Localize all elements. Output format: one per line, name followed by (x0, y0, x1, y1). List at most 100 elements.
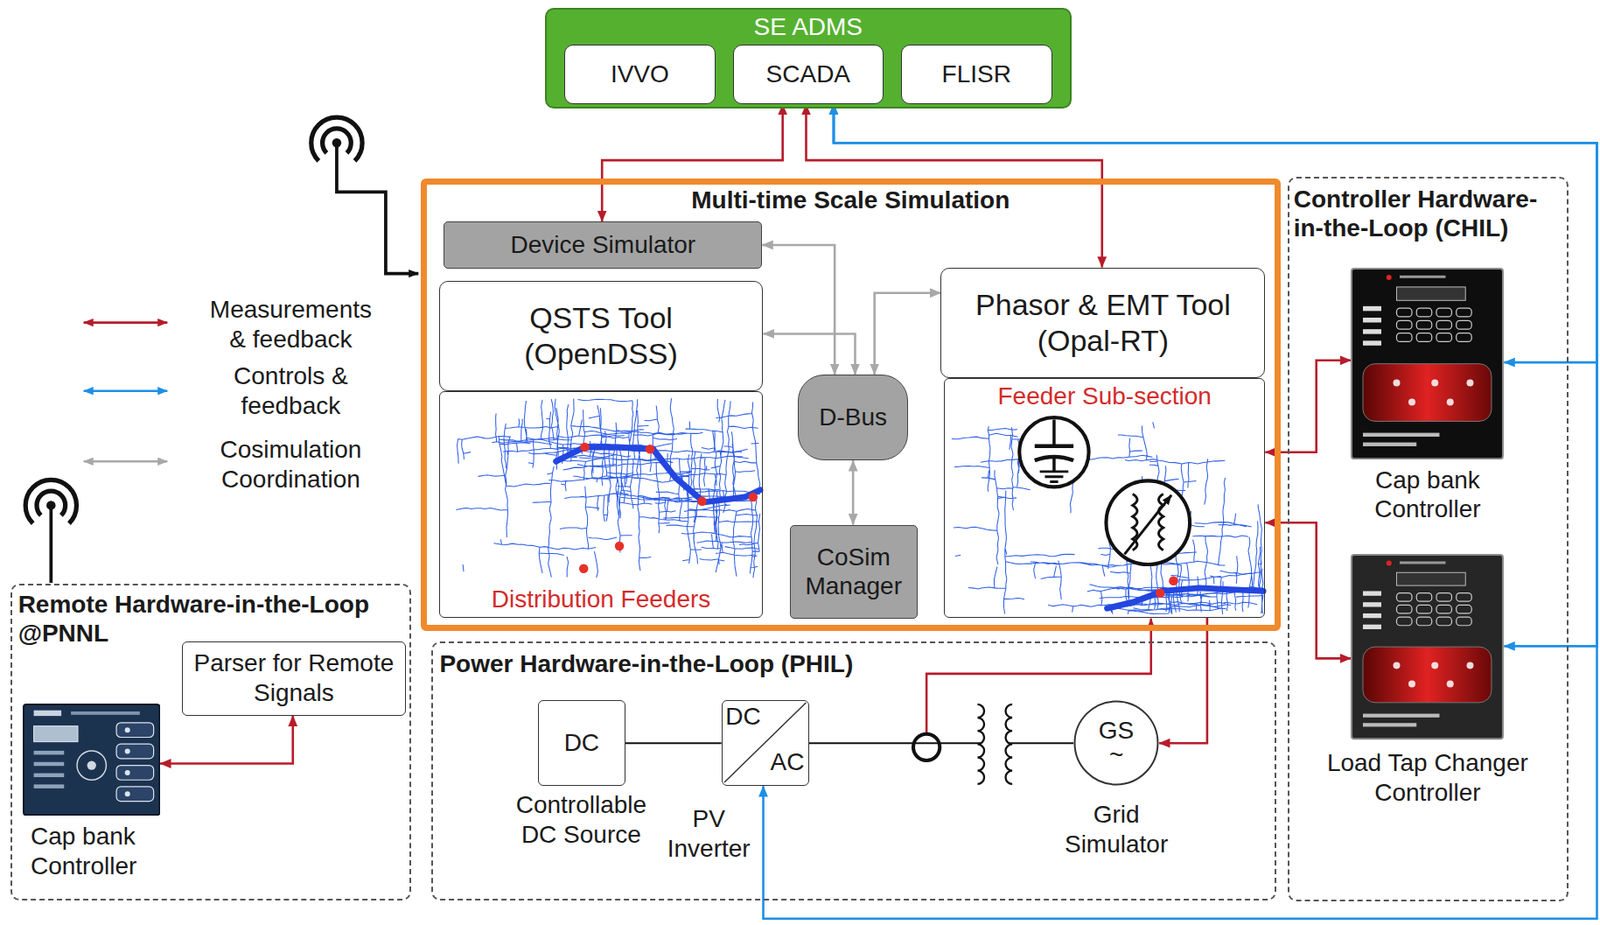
box-label: IVVO (610, 59, 670, 90)
panel-caption: Distribution Feeders (440, 584, 763, 615)
drawing-part (1040, 471, 1069, 483)
feeder-map (951, 421, 1264, 615)
drawing-part (33, 709, 61, 715)
drawing-part (1408, 398, 1416, 406)
box-label: FLISR (942, 59, 1012, 90)
feeder-trunk (1107, 587, 1264, 608)
process-box: Device Simulator (443, 221, 762, 269)
drawing-part (977, 704, 985, 784)
feeder-panel: Distribution Feeders (439, 391, 764, 618)
drawing-part (1417, 593, 1433, 602)
frame-title: Controller Hardware-in-the-Loop (CHIL) (1293, 184, 1552, 244)
drawing-part (1436, 617, 1452, 627)
drawing-part (1436, 593, 1452, 602)
process-box: CoSim Manager (789, 524, 918, 619)
drawing-part (1386, 274, 1392, 280)
inverter-box: DCACPV Inverter (721, 699, 810, 786)
drawing-part (1052, 419, 1056, 446)
connector (1159, 617, 1208, 743)
drawing-part (1456, 307, 1472, 317)
drawing-part (1397, 320, 1412, 329)
drawing-part (124, 790, 130, 797)
legend-sample (83, 389, 168, 392)
legend-label: Measurements & feedback (202, 294, 379, 354)
drawing-part (1362, 713, 1440, 718)
drawing-part (1362, 328, 1382, 334)
drawing-part (1397, 332, 1412, 342)
connector (852, 460, 855, 525)
drawing-part (1362, 363, 1492, 421)
drawing-part (1456, 332, 1472, 342)
drawing-part (33, 750, 64, 755)
drawing-part (1446, 680, 1454, 688)
drawing-part (1362, 340, 1382, 345)
device-label: PV Inverter (652, 803, 765, 863)
drawing-part (1456, 617, 1472, 627)
feeder-map (455, 398, 761, 578)
legend-label: Cosimulation Coordination (202, 434, 379, 494)
capacitor-symbol (1019, 417, 1089, 487)
drawing-part (1417, 605, 1433, 615)
drawing-part (23, 704, 160, 815)
current-sensor (913, 733, 940, 761)
connector (761, 244, 835, 375)
device-image (22, 703, 161, 816)
box-label: QSTS Tool (OpenDSS) (482, 300, 720, 372)
drawing-part (1393, 378, 1401, 386)
antenna-icon (311, 117, 419, 273)
drawing-part (1034, 443, 1074, 448)
drawing-part (1397, 572, 1467, 587)
connector (805, 104, 1102, 268)
drawing-part (1436, 332, 1452, 342)
panel-caption: Feeder Sub-section (944, 381, 1265, 412)
drawing-part (1105, 480, 1190, 565)
module-box: SCADA (733, 44, 885, 105)
drawing-part (116, 764, 154, 780)
box-label: SCADA (766, 59, 851, 90)
drawing-part (1408, 680, 1416, 688)
box-label: D-Bus (818, 402, 888, 433)
box-label: DC (725, 701, 761, 732)
drawing-part (1456, 593, 1472, 602)
parser-box: Parser for Remote Signals (181, 641, 406, 716)
device-label: Cap bank Controller (1343, 465, 1512, 525)
drawing-part (1052, 457, 1056, 472)
drawing-part (1456, 605, 1472, 615)
drawing-part (1456, 320, 1472, 329)
group-frame: Multi-time Scale SimulationDevice Simula… (420, 178, 1281, 631)
drawing-part (1397, 307, 1412, 317)
drawing-part (1436, 307, 1452, 317)
drawing-part (1393, 662, 1401, 670)
drawing-part (1432, 378, 1440, 386)
grid-simulator-circle: GS~Grid Simulator (1073, 699, 1160, 786)
legend-samples (83, 322, 168, 462)
drawing-part (1432, 662, 1440, 670)
drawing-part (124, 726, 130, 733)
feeder-branches (455, 398, 760, 578)
box-label: Phasor & EMT Tool (Opal-RT) (958, 286, 1248, 359)
device-label: Cap bank Controller (30, 821, 174, 881)
box-label: Device Simulator (510, 230, 697, 260)
controller-device: Cap bank Controller (22, 703, 161, 816)
frame-title: Power Hardware-in-the-Loop (PHIL) (439, 649, 853, 679)
bus-box: D-Bus (797, 374, 909, 461)
controller-device: Cap bank Controller (1350, 267, 1504, 460)
drawing-part (1399, 274, 1446, 278)
drawing-part (124, 747, 130, 754)
device-label: Load Tap Changer Controller (1305, 747, 1551, 807)
connector (809, 741, 1074, 744)
drawing-part (33, 783, 64, 788)
transformer-symbol (977, 698, 1013, 792)
dc-source-box: DCControllable DC Source (537, 699, 626, 786)
feeder-panel: Feeder Sub-section (943, 377, 1265, 618)
drawing-part (1362, 432, 1440, 436)
drawing-part (1362, 647, 1492, 704)
feeder-node-dot (579, 563, 588, 573)
tool-box: Phasor & EMT Tool (Opal-RT) (940, 267, 1265, 378)
drawing-part (1006, 704, 1014, 784)
box-label: CoSim Manager (796, 542, 912, 601)
box-label: AC (769, 747, 804, 777)
drawing-part (1467, 378, 1475, 386)
drawing-part (33, 772, 64, 776)
drawing-part (1362, 602, 1382, 608)
